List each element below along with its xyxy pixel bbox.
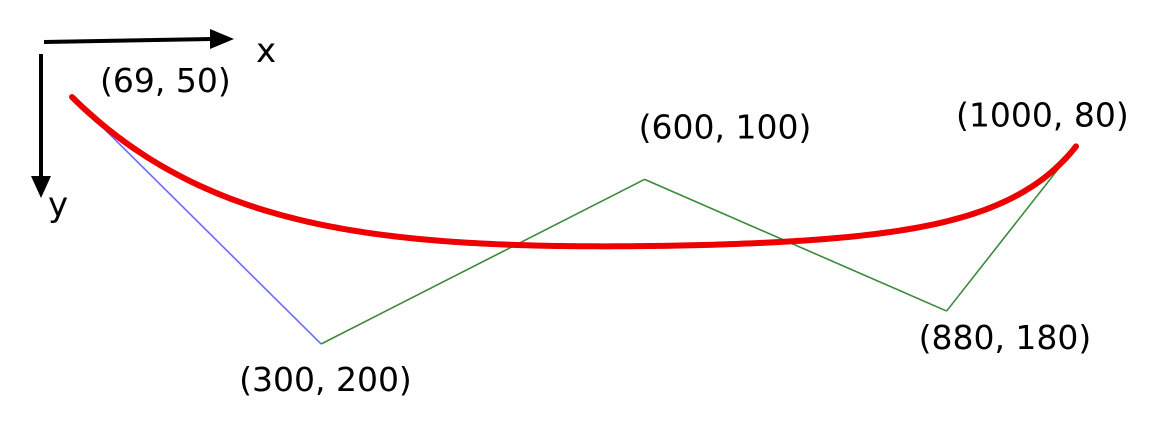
y-axis-arrowhead (31, 176, 51, 198)
control-polygon (71, 96, 1077, 345)
point-label-5: (1000, 80) (956, 95, 1129, 134)
x-axis-arrow (43, 37, 213, 44)
x-axis-arrowhead (210, 29, 234, 49)
point-label-1: (69, 50) (100, 61, 231, 100)
point-label-4: (880, 180) (919, 318, 1092, 357)
bezier-curve (69, 94, 1079, 250)
point-label-3: (600, 100) (639, 107, 812, 146)
polygon-segment-3 (644, 178, 947, 312)
y-axis-label: y (48, 185, 68, 225)
polygon-segment-1 (71, 96, 322, 345)
polygon-segment-4 (945, 145, 1077, 312)
polygon-segment-2 (320, 178, 645, 345)
x-axis-label: x (256, 31, 276, 71)
point-label-2: (300, 200) (239, 360, 412, 399)
point-labels: (69, 50) (300, 200) (600, 100) (880, 180) (1… (100, 61, 1129, 399)
axes: x y (31, 29, 276, 225)
